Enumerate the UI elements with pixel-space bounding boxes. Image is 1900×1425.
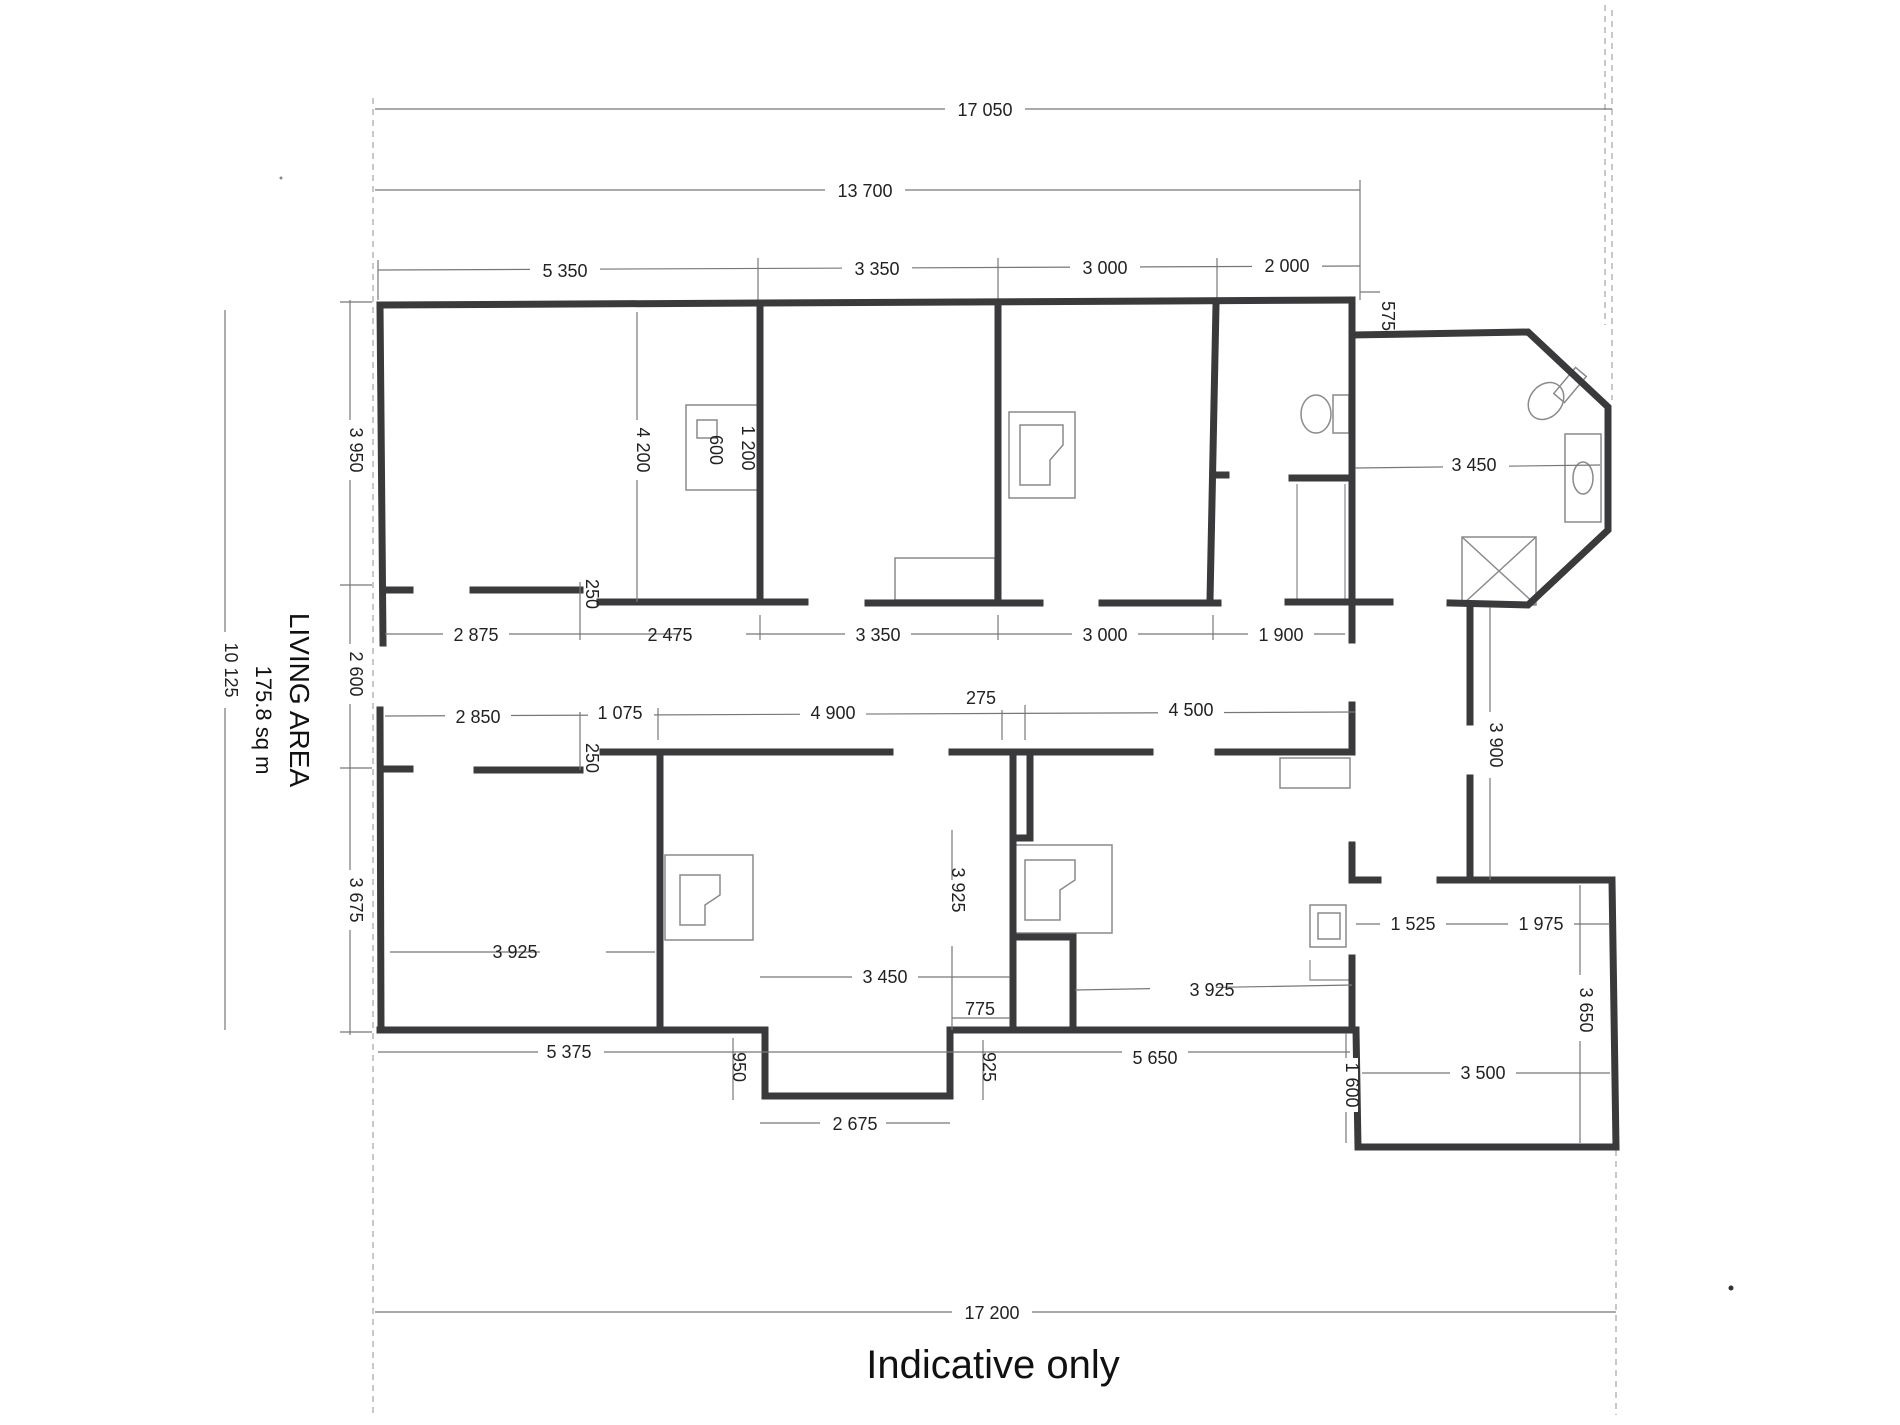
dim-bottom-1: 5 375 [546, 1042, 591, 1062]
dim-lower-1: 2 850 [455, 707, 500, 727]
dim-overall-top: 17 050 [957, 100, 1012, 120]
dim-top-3: 3 000 [1082, 258, 1127, 278]
dim-inner-top: 13 700 [837, 181, 892, 201]
dim-upper-4: 3 000 [1082, 625, 1127, 645]
dim-bottom-2: 5 650 [1132, 1048, 1177, 1068]
dim-laundry-height: 3 650 [1576, 987, 1596, 1032]
guide-lines [372, 5, 1617, 1415]
dim-lower-4: 275 [966, 688, 996, 708]
dim-left-lower: 3 675 [346, 877, 366, 922]
dim-room-2: 3 450 [862, 967, 907, 987]
dim-bay-depth-left: 950 [729, 1052, 749, 1082]
dim-robe-depth-small: 600 [706, 435, 726, 465]
dim-left-upper: 3 950 [346, 427, 366, 472]
dim-laundry-offset: 1 600 [1342, 1062, 1362, 1107]
dim-upper-1: 2 875 [453, 625, 498, 645]
dim-small-775: 775 [965, 999, 995, 1019]
dim-upper-5: 1 900 [1258, 625, 1303, 645]
dim-passage: 3 900 [1486, 722, 1506, 767]
area-title: LIVING AREA [284, 613, 315, 788]
dim-lower-2: 1 075 [597, 703, 642, 723]
dim-lower-5: 4 500 [1168, 700, 1213, 720]
footer-note: Indicative only [866, 1343, 1119, 1387]
dim-ensuite-offset: 575 [1378, 301, 1398, 331]
dim-top-4: 2 000 [1264, 256, 1309, 276]
stray-dot [1728, 1285, 1734, 1291]
dim-upper-2: 2 475 [647, 625, 692, 645]
dim-room-3-height: 3 925 [948, 867, 968, 912]
dim-laundry-width: 3 500 [1460, 1063, 1505, 1083]
stray-dot-small [279, 176, 283, 180]
dim-laundry-2: 1 975 [1518, 914, 1563, 934]
dim-top-2: 3 350 [854, 259, 899, 279]
dim-top-1: 5 350 [542, 261, 587, 281]
dim-wall-upper: 250 [582, 579, 602, 609]
dim-lower-3: 4 900 [810, 703, 855, 723]
walls [376, 296, 1620, 1151]
dim-wall-lower: 250 [582, 743, 602, 773]
area-value: 175.8 sq m [251, 666, 276, 775]
dim-room-1: 3 925 [492, 942, 537, 962]
dim-room-4: 3 925 [1189, 980, 1234, 1000]
dim-left-hall: 2 600 [346, 651, 366, 696]
dim-overall-bottom: 17 200 [964, 1303, 1019, 1323]
dim-left-total: 10 125 [221, 642, 241, 697]
dim-bay-width: 2 675 [832, 1114, 877, 1134]
dim-robe-width: 1 200 [738, 425, 758, 470]
dim-robe-depth: 4 200 [633, 427, 653, 472]
dim-laundry-1: 1 525 [1390, 914, 1435, 934]
dim-bay-depth-right: 925 [979, 1052, 999, 1082]
dim-upper-3: 3 350 [855, 625, 900, 645]
dim-ensuite-width: 3 450 [1451, 455, 1496, 475]
